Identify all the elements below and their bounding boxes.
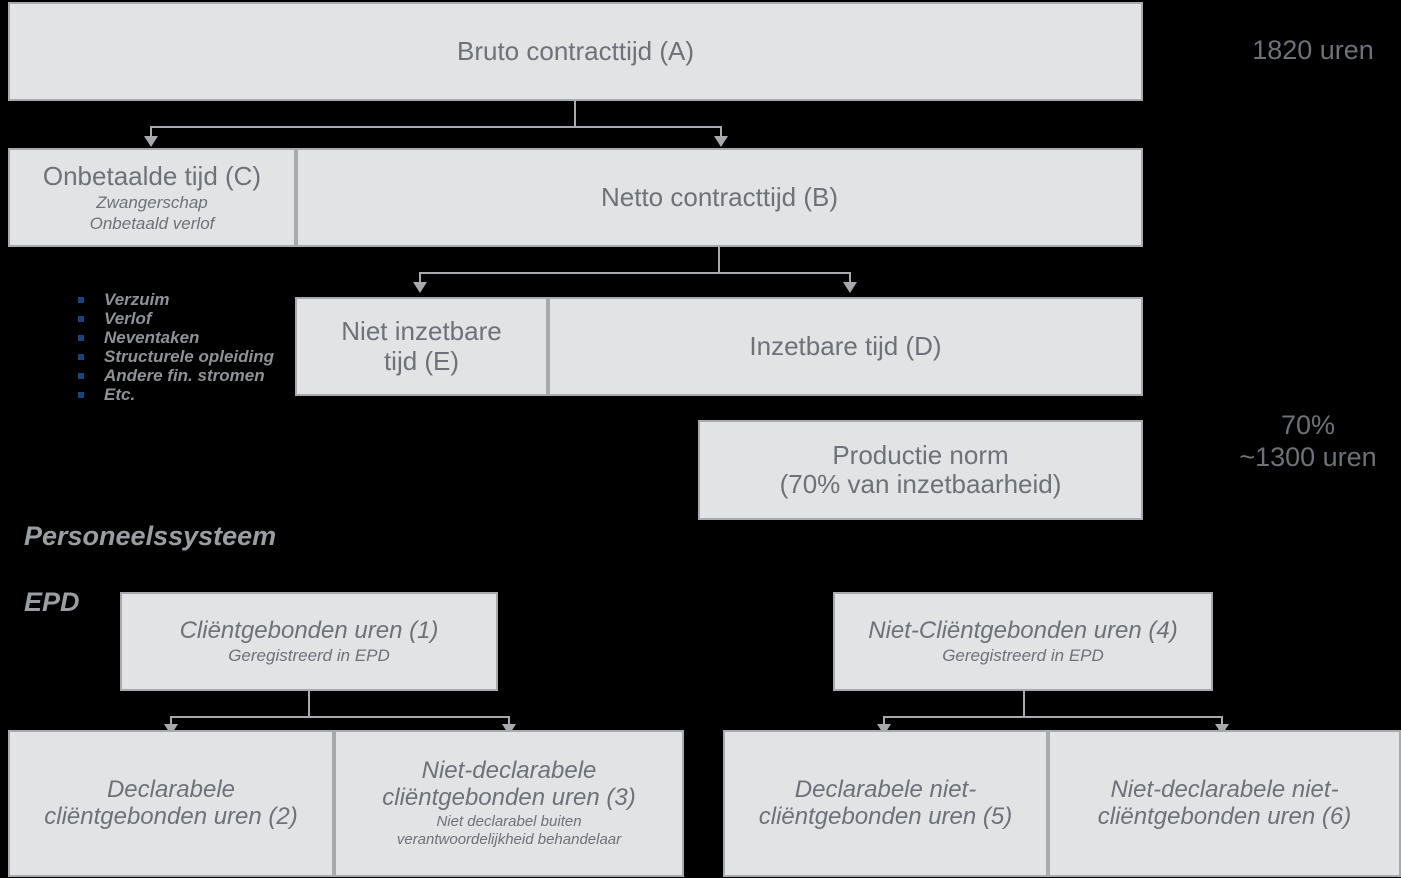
box-onbetaalde-tijd-sub1: Zwangerschap bbox=[96, 193, 208, 213]
box-bruto-contracttijd-title: Bruto contracttijd (A) bbox=[457, 35, 694, 66]
box-niet-declarabele-niet-clientgebonden-uren: Niet-declarabele niet-cliëntgebonden ure… bbox=[1048, 730, 1401, 877]
box-bruto-contracttijd: Bruto contracttijd (A) bbox=[8, 2, 1143, 101]
box-clientgebonden-uren: Cliëntgebonden uren (1) Geregistreerd in… bbox=[120, 592, 498, 691]
list-item: Etc. bbox=[72, 385, 274, 404]
box-onbetaalde-tijd-title: Onbetaalde tijd (C) bbox=[42, 160, 262, 191]
arrow-down-icon bbox=[843, 282, 857, 293]
box-niet-declarabele-clientgebonden-uren: Niet-declarabele cliëntgebonden uren (3)… bbox=[334, 730, 684, 877]
box-productie-norm: Productie norm (70% van inzetbaarheid) bbox=[698, 420, 1143, 520]
arrow-down-icon bbox=[144, 136, 158, 147]
box-niet-clientgebonden-uren-sub: Geregistreerd in EPD bbox=[942, 645, 1104, 665]
box-niet-clientgebonden-uren-title: Niet-Cliëntgebonden uren (4) bbox=[868, 617, 1178, 645]
list-item: Verlof bbox=[72, 309, 274, 328]
box-onbetaalde-tijd: Onbetaalde tijd (C) Zwangerschap Onbetaa… bbox=[8, 148, 296, 247]
list-item: Structurele opleiding bbox=[72, 347, 274, 366]
box-niet-inzetbare-tijd: Niet inzetbare tijd (E) bbox=[295, 297, 548, 396]
bullet-list-niet-inzetbaar: Verzuim Verlof Neventaken Structurele op… bbox=[72, 290, 274, 404]
box-declarabele-clientgebonden-uren: Declarabele cliëntgebonden uren (2) bbox=[8, 730, 334, 877]
arrow-down-icon bbox=[164, 724, 178, 735]
box-niet-declarabele-niet-clientgebonden-uren-title: Niet-declarabele niet-cliëntgebonden ure… bbox=[1097, 775, 1352, 830]
box-productie-norm-title: Productie norm bbox=[832, 439, 1009, 470]
box-clientgebonden-uren-title: Cliëntgebonden uren (1) bbox=[179, 617, 439, 645]
list-item: Neventaken bbox=[72, 328, 274, 347]
box-inzetbare-tijd-title: Inzetbare tijd (D) bbox=[749, 330, 942, 361]
list-item: Andere fin. stromen bbox=[72, 366, 274, 385]
box-niet-inzetbare-tijd-title: Niet inzetbare tijd (E) bbox=[341, 316, 502, 376]
arrow-down-icon bbox=[1215, 724, 1229, 735]
side-label-productie-norm: 70% ~1300 uren bbox=[1239, 410, 1377, 472]
arrow-down-icon bbox=[502, 724, 516, 735]
box-niet-declarabele-clientgebonden-uren-sub1: Niet declarabel buiten bbox=[436, 813, 582, 831]
arrow-down-icon bbox=[877, 724, 891, 735]
box-niet-clientgebonden-uren: Niet-Cliëntgebonden uren (4) Geregistree… bbox=[833, 592, 1213, 691]
box-clientgebonden-uren-sub: Geregistreerd in EPD bbox=[228, 645, 390, 665]
box-netto-contracttijd: Netto contracttijd (B) bbox=[296, 148, 1143, 247]
box-netto-contracttijd-title: Netto contracttijd (B) bbox=[601, 181, 838, 212]
arrow-down-icon bbox=[714, 136, 728, 147]
box-niet-declarabele-clientgebonden-uren-title: Niet-declarabele cliëntgebonden uren (3) bbox=[382, 757, 636, 812]
side-label-uren-a: 1820 uren bbox=[1252, 35, 1374, 65]
label-personeelssysteem: Personeelssysteem bbox=[24, 521, 277, 551]
box-productie-norm-sub: (70% van inzetbaarheid) bbox=[779, 469, 1062, 499]
box-inzetbare-tijd: Inzetbare tijd (D) bbox=[548, 297, 1143, 396]
label-epd: EPD bbox=[24, 587, 80, 617]
list-item: Verzuim bbox=[72, 290, 274, 309]
box-declarabele-niet-clientgebonden-uren: Declarabele niet-cliëntgebonden uren (5) bbox=[723, 730, 1048, 877]
box-declarabele-clientgebonden-uren-title: Declarabele cliëntgebonden uren (2) bbox=[44, 775, 298, 830]
box-declarabele-niet-clientgebonden-uren-title: Declarabele niet-cliëntgebonden uren (5) bbox=[758, 775, 1013, 830]
box-niet-declarabele-clientgebonden-uren-sub2: verantwoordelijkheid behandelaar bbox=[396, 831, 622, 849]
arrow-down-icon bbox=[413, 282, 427, 293]
box-onbetaalde-tijd-sub2: Onbetaald verlof bbox=[89, 214, 215, 234]
